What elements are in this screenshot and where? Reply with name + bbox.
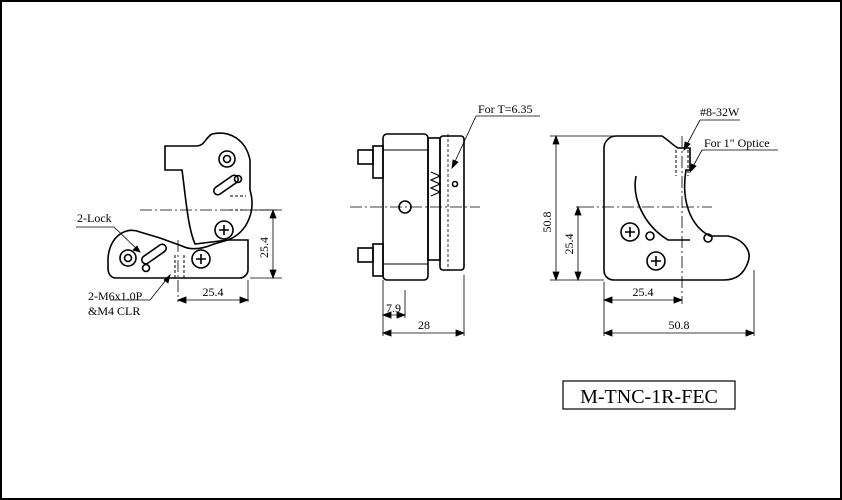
rear-view bbox=[582, 135, 750, 304]
rear-dimensions bbox=[550, 119, 778, 337]
lock-callout: 2-Lock bbox=[77, 211, 112, 225]
lock-slot-bottom bbox=[141, 243, 167, 265]
side-plate bbox=[427, 137, 441, 261]
side-dim-total: 28 bbox=[418, 318, 430, 332]
lock-slot-top bbox=[213, 174, 239, 196]
front-dim-horizontal: 25.4 bbox=[203, 285, 224, 299]
front-dim-vertical: 25.4 bbox=[257, 237, 271, 258]
front-body-outline bbox=[164, 132, 253, 245]
side-stud-top bbox=[372, 145, 384, 179]
front-body-lower bbox=[107, 229, 249, 279]
thread-callout: #8-32W bbox=[700, 105, 740, 119]
rear-hex-screw-bottom bbox=[646, 251, 666, 271]
thickness-callout: For T=6.35 bbox=[478, 102, 533, 116]
rear-body-outline bbox=[603, 135, 750, 281]
rear-dim-width-total: 50.8 bbox=[669, 318, 690, 332]
front-adjuster-top bbox=[218, 150, 236, 168]
front-hex-screw-bottom bbox=[191, 249, 211, 269]
side-dim-small: 7.9 bbox=[386, 301, 401, 315]
side-mount bbox=[439, 135, 465, 271]
front-hex-screw-top bbox=[214, 220, 234, 240]
front-dimensions bbox=[76, 208, 282, 304]
hole-callout-line2: &M4 CLR bbox=[88, 304, 140, 318]
front-view bbox=[107, 132, 278, 302]
side-spring bbox=[429, 171, 442, 197]
part-number-box bbox=[562, 380, 736, 410]
front-adjuster-bottom bbox=[119, 249, 137, 267]
side-dimensions bbox=[381, 115, 540, 337]
rear-dim-height-total: 50.8 bbox=[540, 212, 554, 233]
side-stud-bottom bbox=[372, 243, 384, 277]
rear-hex-screw-top bbox=[620, 222, 640, 242]
rear-dim-width-center: 25.4 bbox=[633, 285, 654, 299]
rear-dim-height-center: 25.4 bbox=[562, 234, 576, 255]
optic-callout: For 1" Optice bbox=[704, 136, 770, 150]
side-view bbox=[350, 133, 480, 281]
part-number: M-TNC-1R-FEC bbox=[580, 386, 718, 408]
hole-callout-line1: 2-M6x1.0P bbox=[88, 289, 143, 303]
